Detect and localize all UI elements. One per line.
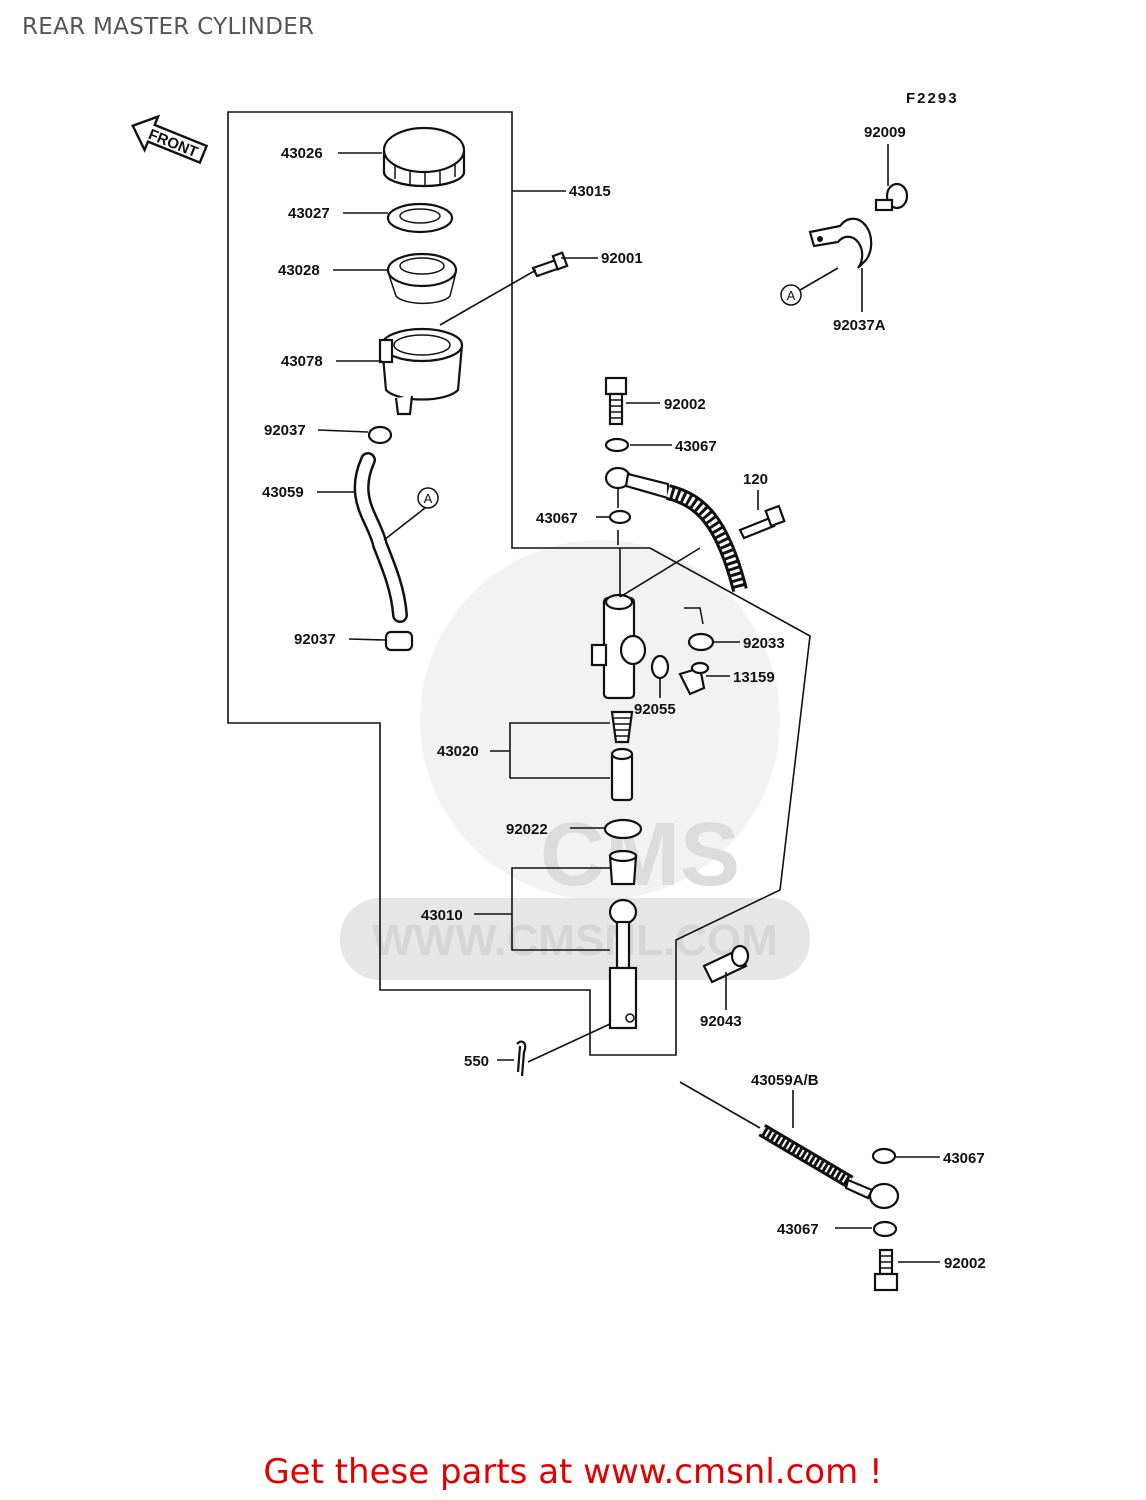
callout-43028: 43028 — [278, 262, 320, 279]
hose-bolt-120 — [738, 504, 786, 540]
push-rod — [608, 898, 638, 1030]
washer-lower-b — [872, 1220, 898, 1238]
brake-hose-banjo — [604, 466, 748, 592]
callout-92037A: 92037A — [833, 317, 886, 334]
callout-43059: 43059 — [262, 484, 304, 501]
piston-cup — [610, 747, 634, 802]
callout-92037-lower: 92037 — [294, 631, 336, 648]
parts-diagram: WWW.CMSNL.COM CMS F2293 FRONT — [131, 90, 986, 1292]
promo-link[interactable]: Get these parts at www.cmsnl.com ! — [263, 1452, 883, 1492]
callout-43067-mid: 43067 — [536, 510, 578, 527]
callout-43027: 43027 — [288, 205, 330, 222]
callout-92022: 92022 — [506, 821, 548, 838]
callout-43067-lower-b: 43067 — [777, 1221, 819, 1238]
front-arrow-icon: FRONT — [131, 114, 209, 165]
callout-120: 120 — [743, 471, 768, 488]
callout-92001: 92001 — [601, 250, 643, 267]
callout-550: 550 — [464, 1053, 489, 1070]
pointer-92033 — [684, 607, 704, 625]
callout-43020: 43020 — [437, 743, 479, 760]
washer-lower-a — [871, 1147, 897, 1165]
washer-lower — [608, 509, 632, 525]
master-cylinder-body — [590, 593, 647, 700]
page-title: REAR MASTER CYLINDER — [22, 14, 315, 40]
callout-43059AB: 43059A/B — [751, 1072, 819, 1089]
svg-text:A: A — [787, 288, 796, 303]
lower-brake-hose — [679, 1081, 900, 1210]
reservoir — [378, 327, 464, 416]
callout-92002-upper: 92002 — [664, 396, 706, 413]
assembly-outline — [227, 111, 811, 1056]
hose-clamp-bracket — [808, 217, 873, 269]
callout-43078: 43078 — [281, 353, 323, 370]
circlip — [603, 818, 643, 840]
watermark-logo: CMS — [540, 805, 740, 905]
reservoir-screw — [531, 251, 569, 278]
cotter-pin — [516, 1040, 527, 1077]
ref-marker-a-right: A — [780, 284, 802, 306]
hose-clamp-upper — [367, 425, 393, 445]
callout-43015: 43015 — [569, 183, 611, 200]
ref-marker-a-left: A — [417, 487, 439, 509]
hose-fitting-13159 — [678, 661, 710, 696]
callout-92043: 92043 — [700, 1013, 742, 1030]
callout-92037-upper: 92037 — [264, 422, 306, 439]
callout-13159: 13159 — [733, 669, 775, 686]
callout-43067-upper: 43067 — [675, 438, 717, 455]
watermark: WWW.CMSNL.COM CMS — [340, 540, 810, 980]
washer-upper — [604, 437, 630, 453]
leader-lines — [317, 144, 940, 1263]
diaphragm — [386, 252, 458, 305]
hose-clamp-lower — [384, 630, 414, 652]
callout-43010: 43010 — [421, 907, 463, 924]
callout-43067-lower-a: 43067 — [943, 1150, 985, 1167]
callouts: 43026 43027 43028 43078 92037 43059 9203… — [262, 124, 986, 1272]
banjo-bolt-upper — [604, 376, 628, 426]
banjo-bolt-lower — [873, 1248, 899, 1292]
reservoir-cap — [382, 126, 466, 188]
piston-spring — [610, 710, 634, 744]
callout-92002-lower: 92002 — [944, 1255, 986, 1272]
callout-43026: 43026 — [281, 145, 323, 162]
oring-92033 — [687, 632, 715, 652]
svg-text:A: A — [424, 491, 433, 506]
callout-92033: 92033 — [743, 635, 785, 652]
oring-92055 — [650, 654, 670, 680]
dust-boot — [608, 849, 638, 886]
clamp-bolt — [874, 182, 909, 212]
callout-92009: 92009 — [864, 124, 906, 141]
clevis-pin — [702, 944, 750, 984]
callout-92055: 92055 — [634, 701, 676, 718]
diaphragm-plate — [386, 202, 454, 234]
figure-code: F2293 — [906, 90, 959, 107]
